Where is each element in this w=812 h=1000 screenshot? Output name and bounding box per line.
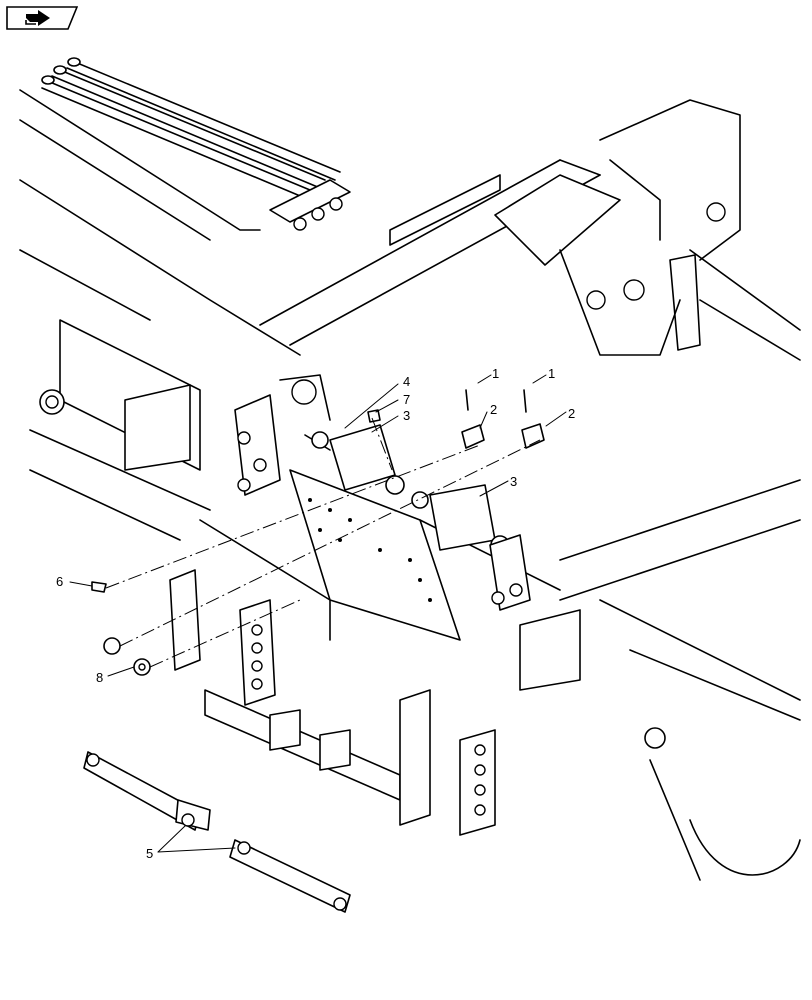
- pin-set-2: [521, 389, 545, 449]
- callout-2b: 2: [568, 406, 575, 421]
- hydraulic-tubes: [41, 57, 351, 231]
- callout-6: 6: [56, 574, 63, 589]
- page-forward-icon: [25, 10, 50, 26]
- callout-3a: 3: [403, 408, 410, 423]
- link-arm-upper: [83, 751, 211, 831]
- right-bracket: [489, 479, 801, 881]
- callout-1a: 1: [492, 366, 499, 381]
- left-frame: [19, 179, 331, 541]
- center-beam: [199, 469, 561, 641]
- bolt-washer-parts: [91, 409, 381, 676]
- pin-set-1: [461, 389, 485, 449]
- alignment-lines: [105, 417, 541, 668]
- callout-5: 5: [146, 846, 153, 861]
- callout-3b: 3: [510, 474, 517, 489]
- leader-lines: [69, 374, 567, 853]
- callout-2a: 2: [490, 402, 497, 417]
- callout-1b: 1: [548, 366, 555, 381]
- hydraulic-cylinder-upper: [304, 424, 405, 495]
- callout-8: 8: [96, 670, 103, 685]
- page-forward-badge[interactable]: [6, 6, 78, 30]
- upper-frame: [19, 89, 801, 361]
- callout-7: 7: [403, 392, 410, 407]
- link-arm-lower: [229, 839, 351, 913]
- callout-4: 4: [403, 374, 410, 389]
- hitch-plates: [169, 569, 496, 836]
